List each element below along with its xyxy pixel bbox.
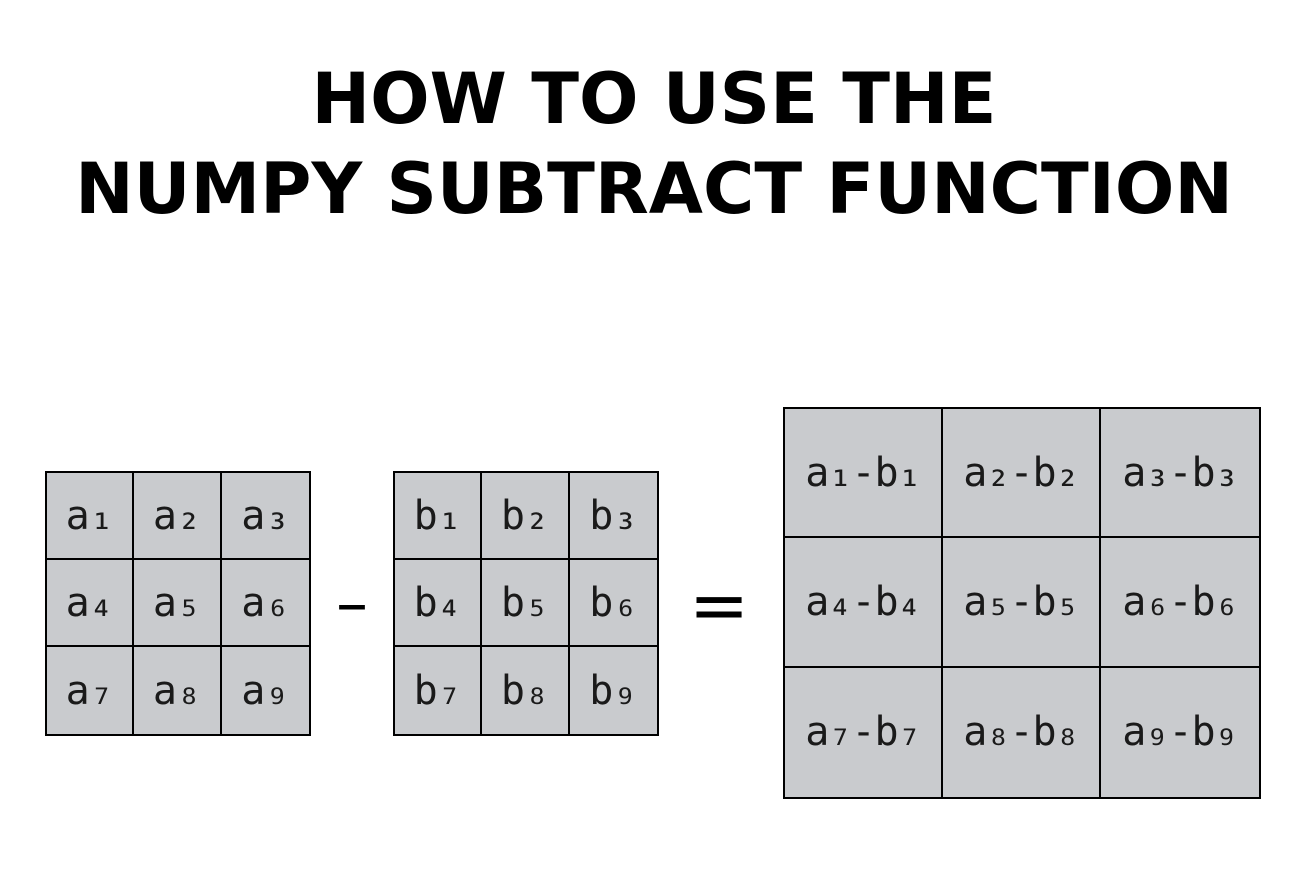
matrix-a-cell: a₂ bbox=[134, 473, 222, 560]
matrix-b-cell: b₆ bbox=[569, 560, 657, 647]
matrix-result-cell: a₂-b₂ bbox=[943, 409, 1101, 539]
matrix-b-cell: b₁ bbox=[395, 473, 483, 560]
title-line-2: NUMPY SUBTRACT FUNCTION bbox=[75, 148, 1233, 230]
matrix-a-cell: a₄ bbox=[47, 560, 135, 647]
matrix-b-cell: b₈ bbox=[482, 647, 570, 734]
matrix-b: b₁ b₂ b₃ b₄ b₅ b₆ b₇ b₈ b₉ bbox=[393, 471, 659, 736]
matrix-b-cell: b₉ bbox=[589, 667, 638, 714]
matrix-a-cell: a₉ bbox=[241, 667, 290, 714]
matrix-a-cell: a₁ bbox=[47, 473, 135, 560]
matrix-result-cell: a₃-b₃ bbox=[1101, 409, 1259, 539]
matrix-result-cell: a₁-b₁ bbox=[785, 409, 943, 539]
matrix-a-cell: a₆ bbox=[221, 560, 309, 647]
matrix-b-cell: b₄ bbox=[395, 560, 483, 647]
matrix-result-cell: a₉-b₉ bbox=[1122, 709, 1238, 756]
matrix-result-cell: a₇-b₇ bbox=[785, 667, 943, 797]
matrix-b-cell: b₂ bbox=[482, 473, 570, 560]
equals-operator: = bbox=[688, 563, 750, 647]
matrix-b-cell: b₃ bbox=[569, 473, 657, 560]
matrix-result-cell: a₆-b₆ bbox=[1101, 538, 1259, 668]
matrix-b-cell: b₇ bbox=[395, 647, 483, 734]
matrix-result-cell: a₅-b₅ bbox=[943, 538, 1101, 668]
title-line-1: HOW TO USE THE bbox=[311, 58, 997, 140]
matrix-result-cell: a₈-b₈ bbox=[943, 667, 1101, 797]
matrix-a: a₁ a₂ a₃ a₄ a₅ a₆ a₇ a₈ a₉ bbox=[45, 471, 311, 736]
minus-operator: – bbox=[336, 567, 368, 641]
matrix-result: a₁-b₁ a₂-b₂ a₃-b₃ a₄-b₄ a₅-b₅ a₆-b₆ a₇-b… bbox=[783, 407, 1261, 799]
matrix-a-cell: a₇ bbox=[47, 647, 135, 734]
matrix-a-cell: a₃ bbox=[221, 473, 309, 560]
matrix-a-cell: a₈ bbox=[134, 647, 222, 734]
matrix-result-cell: a₄-b₄ bbox=[785, 538, 943, 668]
matrix-a-cell: a₅ bbox=[134, 560, 222, 647]
matrix-b-cell: b₅ bbox=[482, 560, 570, 647]
